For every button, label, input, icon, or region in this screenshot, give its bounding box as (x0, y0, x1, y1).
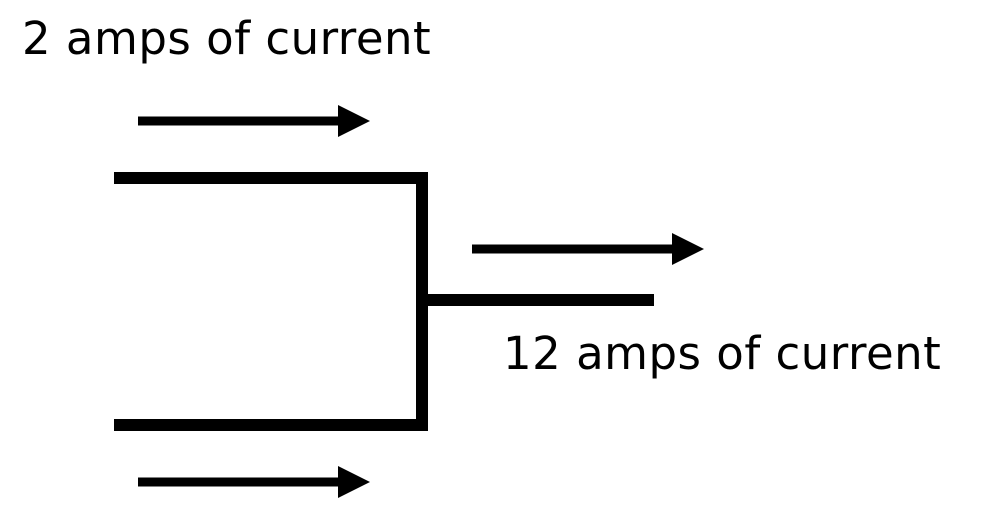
input-current-label: 2 amps of current (22, 12, 432, 65)
output-current-label: 12 amps of current (503, 327, 942, 380)
output-arrow (472, 233, 704, 265)
bottom-input-arrow (138, 466, 370, 498)
top-input-arrow (138, 105, 370, 137)
